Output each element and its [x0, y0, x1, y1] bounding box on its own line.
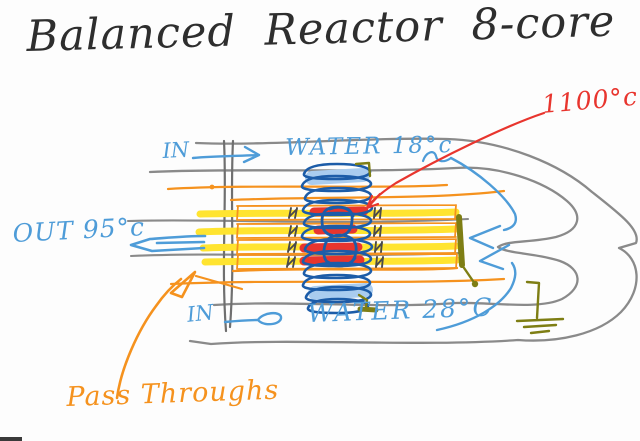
core-temp-leader	[365, 111, 546, 210]
bottom-terminal	[357, 293, 369, 309]
top-terminal	[354, 161, 372, 178]
electrical-terminals	[354, 161, 565, 335]
tube-end-dot	[209, 184, 215, 190]
figure-eight-cores	[320, 205, 358, 268]
vessel-inner-wall	[148, 166, 579, 307]
inlet-bottom-label: IN	[185, 300, 215, 327]
water-flow-arrows	[129, 145, 518, 332]
vessel-outer-wall	[188, 137, 638, 346]
water-top-label: WATER 18°c	[284, 132, 454, 161]
bend-flow-top	[449, 156, 518, 250]
pass-throughs-label: Pass Throughs	[65, 374, 280, 413]
ground-symbol	[515, 280, 565, 335]
outlet-arrow	[129, 234, 207, 253]
bend-flow-bottom	[435, 243, 517, 332]
screen-edge-artifact	[0, 437, 22, 441]
inlet-bottom-arrow	[223, 312, 283, 326]
inlet-top-label: IN	[161, 137, 190, 163]
orange-pass-through-lines	[166, 183, 506, 291]
inlet-top-arrow	[191, 145, 261, 164]
pass-throughs-arrow	[115, 270, 197, 400]
outlet-label: OUT 95°c	[11, 212, 146, 248]
tube-hash-marks	[286, 207, 384, 268]
electrode-wire	[460, 263, 475, 283]
water-bottom-label: WATER 28°C	[306, 292, 495, 328]
bottom-terminal-foot	[357, 306, 379, 313]
electrode-bar	[456, 214, 465, 268]
flow-squiggle	[421, 151, 453, 163]
core-coil	[299, 162, 374, 315]
electrode-contact	[471, 280, 479, 288]
